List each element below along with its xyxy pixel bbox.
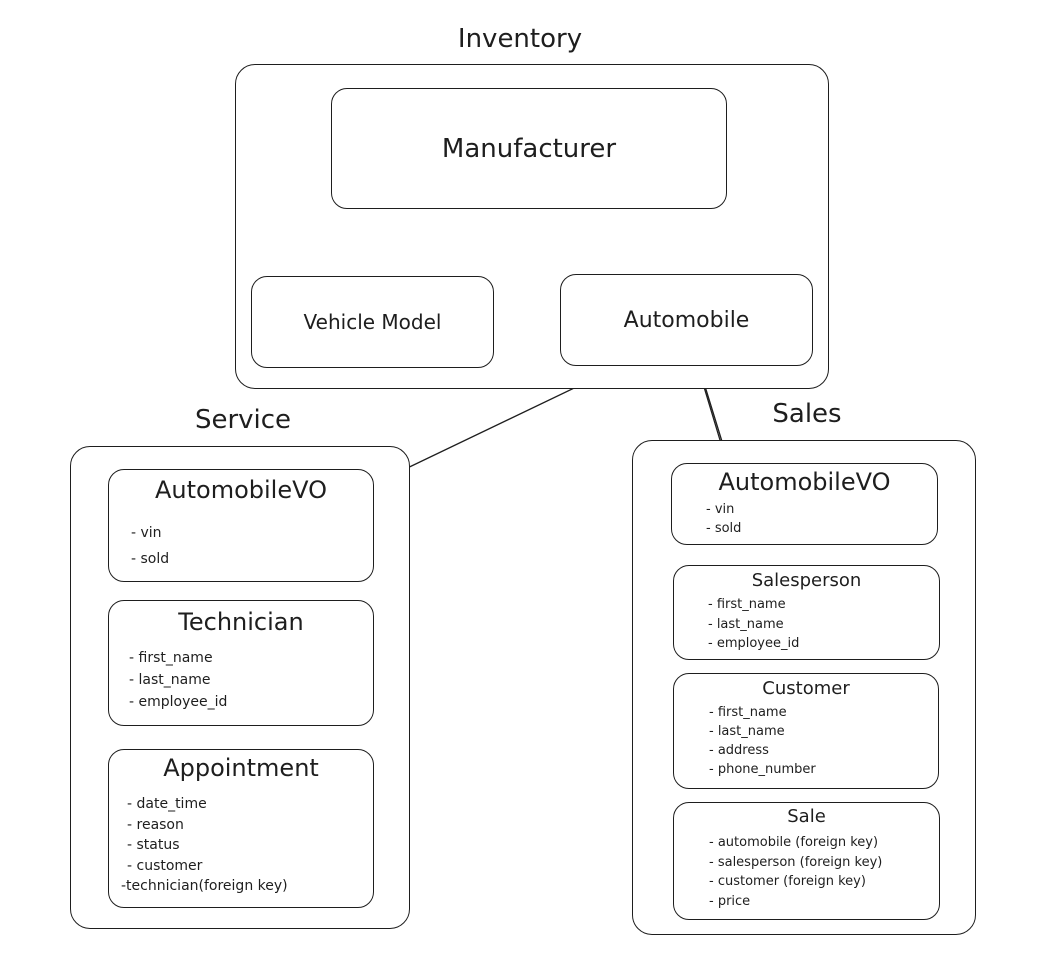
sale-name: Sale bbox=[787, 806, 826, 827]
customer-name: Customer bbox=[762, 678, 850, 699]
customer-fields: - first_name - last_name - address - pho… bbox=[709, 703, 816, 779]
appointment-box[interactable]: Appointment - date_time - reason - statu… bbox=[108, 749, 374, 908]
field-item: - sold bbox=[131, 551, 170, 567]
technician-fields: - first_name - last_name - employee_id bbox=[129, 647, 227, 713]
inventory-title: Inventory bbox=[457, 24, 583, 54]
service-automobilevo-fields: - vin - sold bbox=[131, 520, 169, 572]
field-item: - first_name bbox=[129, 650, 213, 666]
salesperson-box[interactable]: Salesperson - first_name - last_name - e… bbox=[673, 565, 940, 660]
field-item: - price bbox=[709, 893, 751, 909]
manufacturer-box[interactable]: Manufacturer bbox=[331, 88, 727, 209]
service-automobilevo-box[interactable]: AutomobileVO - vin - sold bbox=[108, 469, 374, 582]
appointment-fields: - date_time - reason - status - customer… bbox=[121, 794, 288, 897]
salesperson-fields: - first_name - last_name - employee_id bbox=[708, 595, 799, 654]
service-automobilevo-name: AutomobileVO bbox=[154, 476, 327, 504]
service-title: Service bbox=[194, 405, 292, 435]
customer-box[interactable]: Customer - first_name - last_name - addr… bbox=[673, 673, 939, 789]
technician-box[interactable]: Technician - first_name - last_name - em… bbox=[108, 600, 374, 726]
sales-automobilevo-fields: - vin - sold bbox=[706, 500, 741, 538]
field-item: - last_name bbox=[708, 616, 784, 632]
field-item: - phone_number bbox=[709, 762, 816, 777]
field-item: - first_name bbox=[708, 597, 786, 612]
field-item: - sold bbox=[706, 521, 742, 536]
salesperson-name: Salesperson bbox=[751, 570, 862, 591]
field-item: - reason bbox=[127, 816, 184, 833]
vehicle-model-label: Vehicle Model bbox=[303, 310, 442, 334]
field-item: - vin bbox=[131, 525, 162, 541]
field-item: - last_name bbox=[709, 724, 785, 739]
sales-title: Sales bbox=[772, 399, 842, 429]
field-item: - vin bbox=[706, 502, 735, 517]
sale-fields: - automobile (foreign key) - salesperson… bbox=[709, 833, 882, 911]
field-item: - last_name bbox=[129, 672, 211, 688]
field-item: - first_name bbox=[709, 705, 787, 720]
field-item: - automobile (foreign key) bbox=[709, 835, 879, 850]
field-item: - employee_id bbox=[708, 636, 800, 651]
field-item: - status bbox=[127, 837, 180, 853]
sale-box[interactable]: Sale - automobile (foreign key) - salesp… bbox=[673, 802, 940, 920]
automobile-box[interactable]: Automobile bbox=[560, 274, 813, 366]
field-item: - date_time bbox=[127, 796, 207, 812]
appointment-name: Appointment bbox=[163, 754, 319, 782]
field-item: - customer bbox=[127, 857, 203, 874]
sales-automobilevo-name: AutomobileVO bbox=[718, 468, 891, 496]
sales-automobilevo-box[interactable]: AutomobileVO - vin - sold bbox=[671, 463, 938, 545]
automobile-label: Automobile bbox=[623, 307, 750, 333]
technician-name: Technician bbox=[178, 608, 304, 636]
field-item: - employee_id bbox=[129, 694, 228, 710]
manufacturer-label: Manufacturer bbox=[441, 133, 617, 164]
field-item: -technician(foreign key) bbox=[121, 878, 288, 894]
field-item: - address bbox=[709, 743, 769, 758]
field-item: - salesperson (foreign key) bbox=[709, 854, 883, 870]
field-item: - customer (foreign key) bbox=[709, 874, 866, 889]
vehicle-model-box[interactable]: Vehicle Model bbox=[251, 276, 494, 368]
